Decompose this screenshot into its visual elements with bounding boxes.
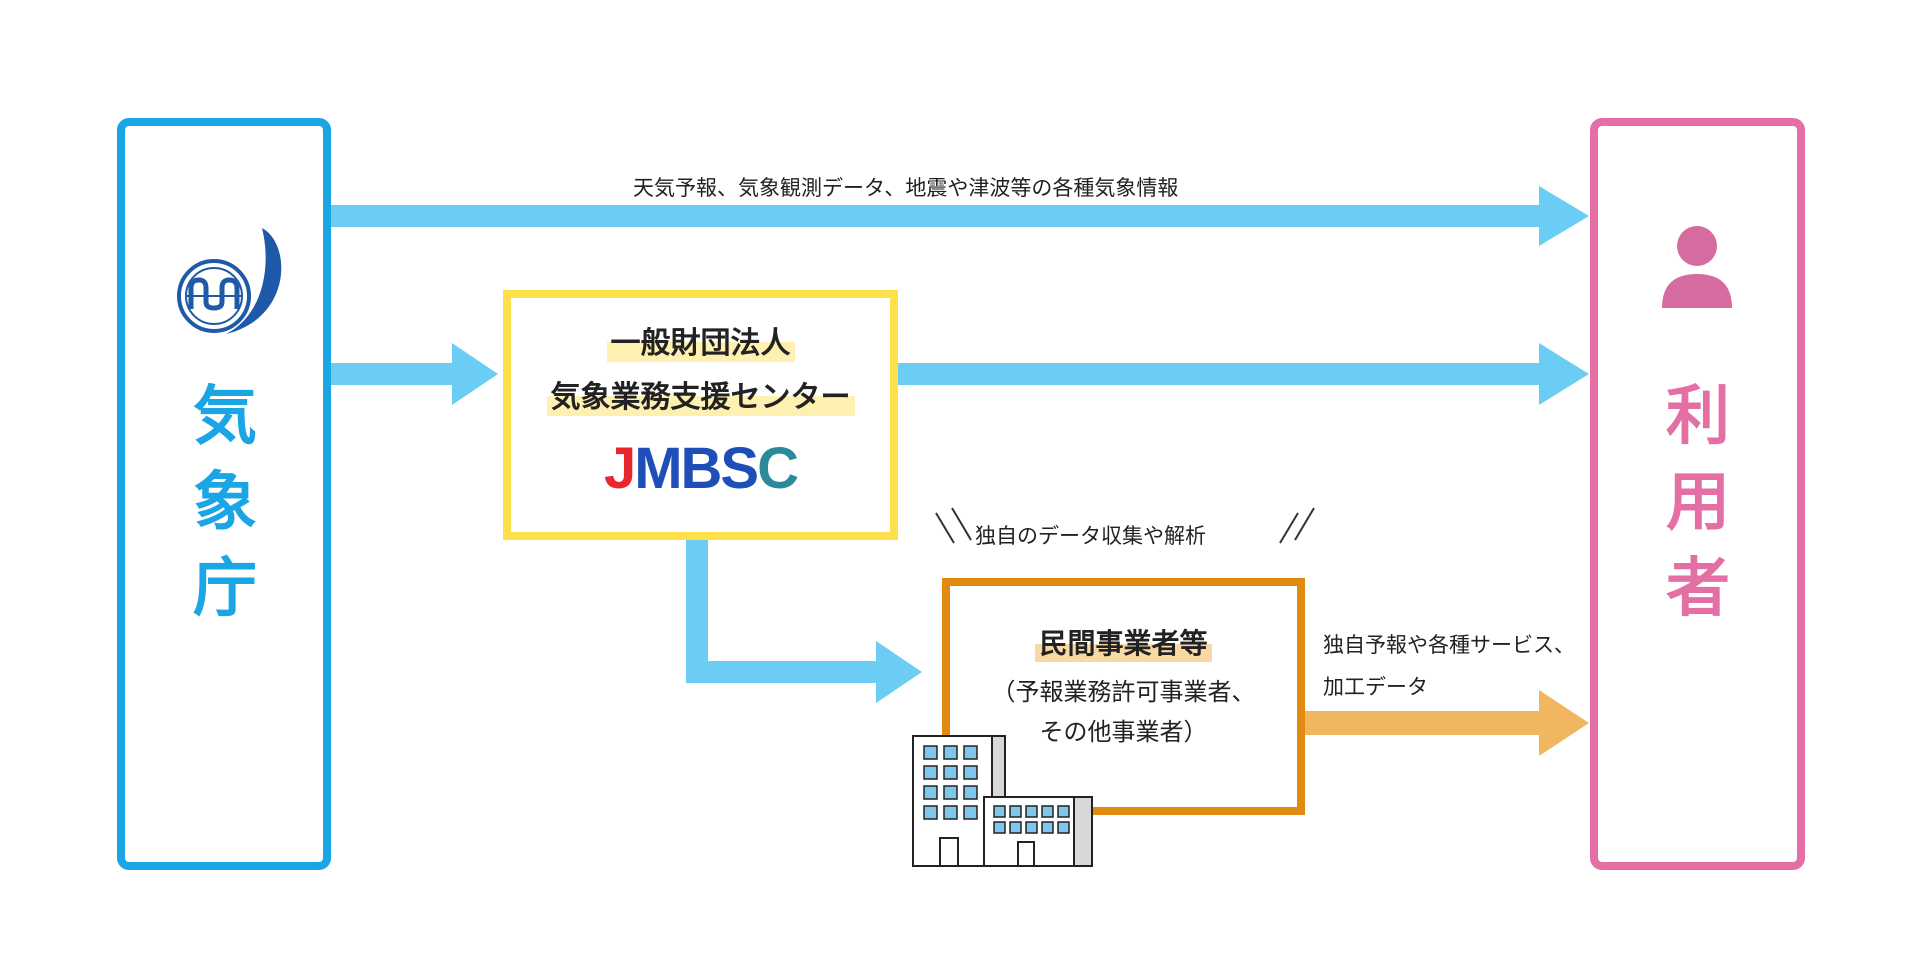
users-label-char: 利 [1666, 380, 1730, 454]
private-subtitle-line: その他事業者） [1039, 718, 1208, 746]
users-label: 利 用 者 [1648, 385, 1748, 643]
edge-label-jma-users: 天気予報、気象観測データ、地震や津波等の各種気象情報 [633, 176, 1179, 200]
jma-label: 気 象 庁 [175, 385, 275, 643]
jmbsc-logo-part: J [603, 436, 636, 501]
jma-box [117, 118, 331, 870]
arrow-jma-to-users [331, 186, 1589, 246]
users-label-char: 用 [1666, 466, 1730, 540]
edge-label-own-analysis: 独自のデータ収集や解析 [975, 524, 1206, 548]
arrow-jmbsc-to-private [686, 540, 922, 703]
jmbsc-name: 気象業務支援センター [503, 372, 898, 416]
private-title: 民間事業者等 [942, 622, 1305, 662]
arrow-jma-to-jmbsc [331, 343, 498, 405]
jma-label-char: 気 [193, 380, 257, 454]
jma-label-char: 象 [193, 466, 257, 540]
arrow-jmbsc-to-users [898, 343, 1589, 405]
users-label-char: 者 [1666, 552, 1730, 626]
jmbsc-org-type: 一般財団法人 [503, 318, 898, 362]
edge-label-services-line1: 独自予報や各種サービス、 [1323, 633, 1575, 657]
users-box [1590, 118, 1805, 870]
jmbsc-name-text: 気象業務支援センター [546, 372, 855, 416]
jmbsc-org-type-text: 一般財団法人 [606, 318, 795, 362]
arrow-private-to-users [1305, 690, 1589, 756]
private-title-text: 民間事業者等 [1035, 622, 1212, 662]
emphasis-lines [935, 507, 1315, 544]
jmbsc-logo-part: C [757, 436, 799, 501]
private-subtitle-line: （予報業務許可事業者、 [991, 678, 1256, 706]
jmbsc-logo: JMBSC [503, 440, 898, 498]
private-subtitle: （予報業務許可事業者、 その他事業者） [942, 672, 1305, 752]
jma-label-char: 庁 [193, 552, 257, 626]
edge-label-services-line2: 加工データ [1323, 675, 1428, 699]
jmbsc-logo-part: MBS [634, 436, 759, 501]
